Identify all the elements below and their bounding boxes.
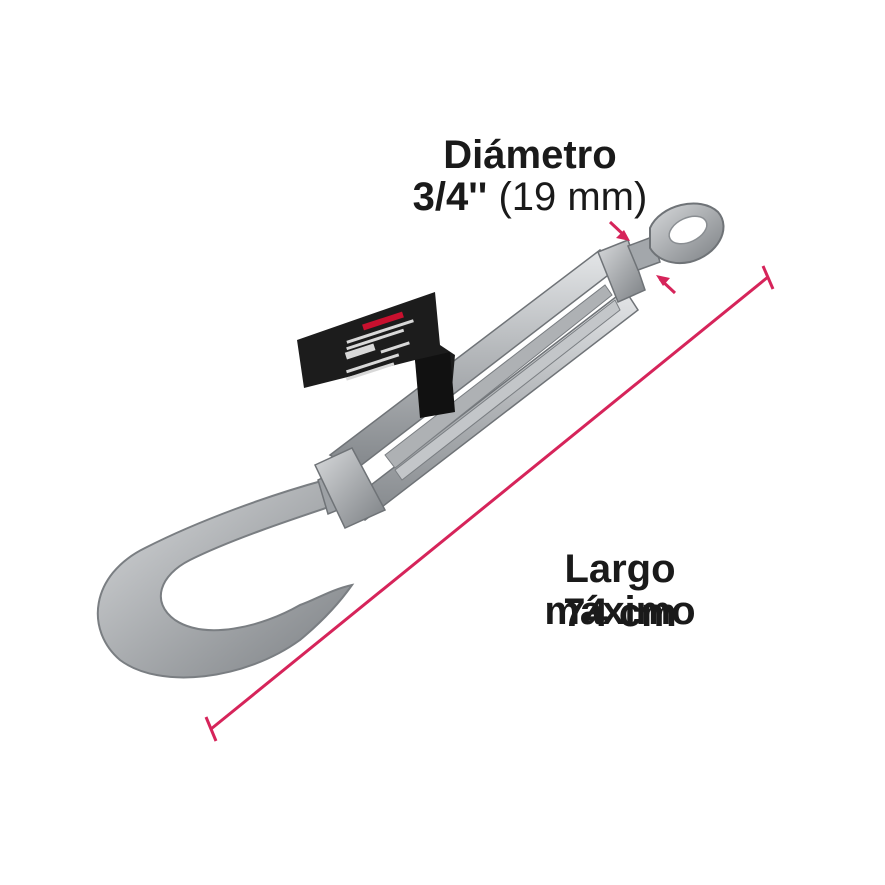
length-dimension-line xyxy=(204,265,775,742)
eye-hole xyxy=(668,215,708,245)
diameter-value-line: 3/4'' (19 mm) xyxy=(400,176,660,218)
diameter-title: Diámetro xyxy=(443,133,617,177)
tag-band xyxy=(415,352,455,418)
frame-left-boss xyxy=(313,447,387,529)
hook xyxy=(96,478,355,679)
diameter-metric: (19 mm) xyxy=(498,175,648,219)
tag-text xyxy=(344,311,414,381)
product-tag xyxy=(297,292,455,410)
length-title: Largo máximo xyxy=(544,547,696,633)
diameter-value: 3/4'' xyxy=(412,175,488,219)
length-value: 74 cm xyxy=(563,591,677,635)
turnbuckle xyxy=(96,202,725,679)
inner-thread xyxy=(384,284,613,469)
inner-thread-2 xyxy=(394,299,621,481)
diameter-arrows xyxy=(608,220,677,295)
